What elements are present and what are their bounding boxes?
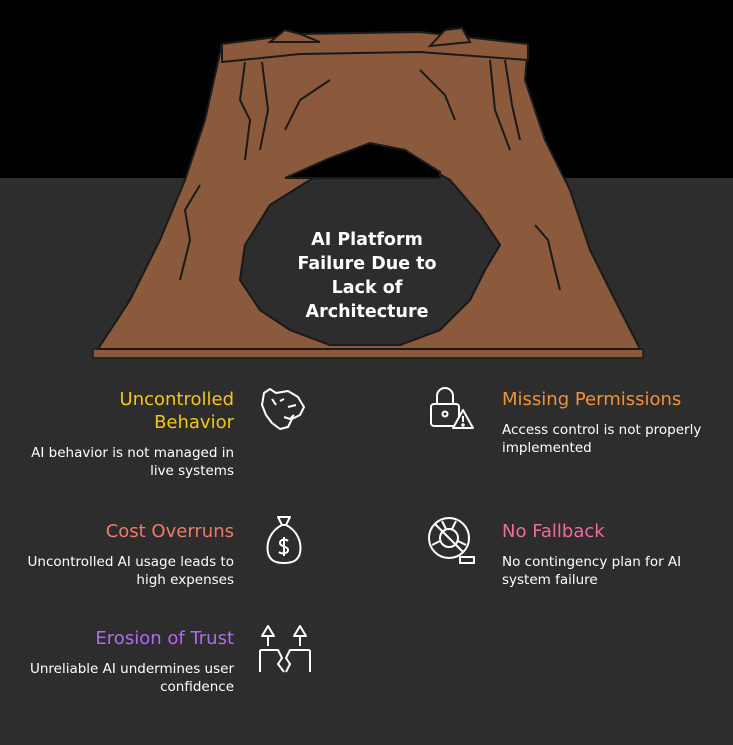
arch-cracks (179, 59, 561, 291)
item-description: Uncontrolled AI usage leads to high expe… (27, 554, 234, 588)
item-description: Access control is not properly implement… (502, 422, 702, 456)
item-no-fallback: No Fallback No contingency plan for AI s… (502, 520, 722, 589)
arch-title: AI Platform Failure Due to Lack of Archi… (297, 230, 437, 322)
arch-ground (92, 348, 644, 359)
arch-rock-left (267, 28, 321, 43)
item-cost-overruns: Cost Overruns Uncontrolled AI usage lead… (20, 520, 234, 589)
item-erosion-of-trust: Erosion of Trust Unreliable AI undermine… (20, 627, 234, 696)
item-title: Cost Overruns (105, 521, 234, 542)
item-description: No contingency plan for AI system failur… (502, 554, 682, 588)
item-description: Unreliable AI undermines user confidence (29, 661, 234, 695)
item-missing-permissions: Missing Permissions Access control is no… (502, 388, 722, 457)
rock-arch-illustration (92, 26, 644, 359)
item-description: AI behavior is not managed in live syste… (31, 445, 234, 479)
no-life-ring-icon (428, 517, 475, 564)
lock-warning-icon (430, 387, 474, 429)
money-bag-icon (266, 516, 302, 564)
arch-rock-right (427, 26, 472, 48)
item-title: No Fallback (502, 521, 605, 542)
cave-top (284, 141, 441, 179)
item-title: Missing Permissions (502, 389, 682, 410)
item-title: Uncontrolled Behavior (119, 389, 234, 433)
item-title: Erosion of Trust (95, 628, 234, 649)
broken-ground-icon (259, 625, 311, 673)
tiger-head-icon (261, 388, 305, 430)
item-uncontrolled-behavior: Uncontrolled Behavior AI behavior is not… (20, 388, 234, 480)
